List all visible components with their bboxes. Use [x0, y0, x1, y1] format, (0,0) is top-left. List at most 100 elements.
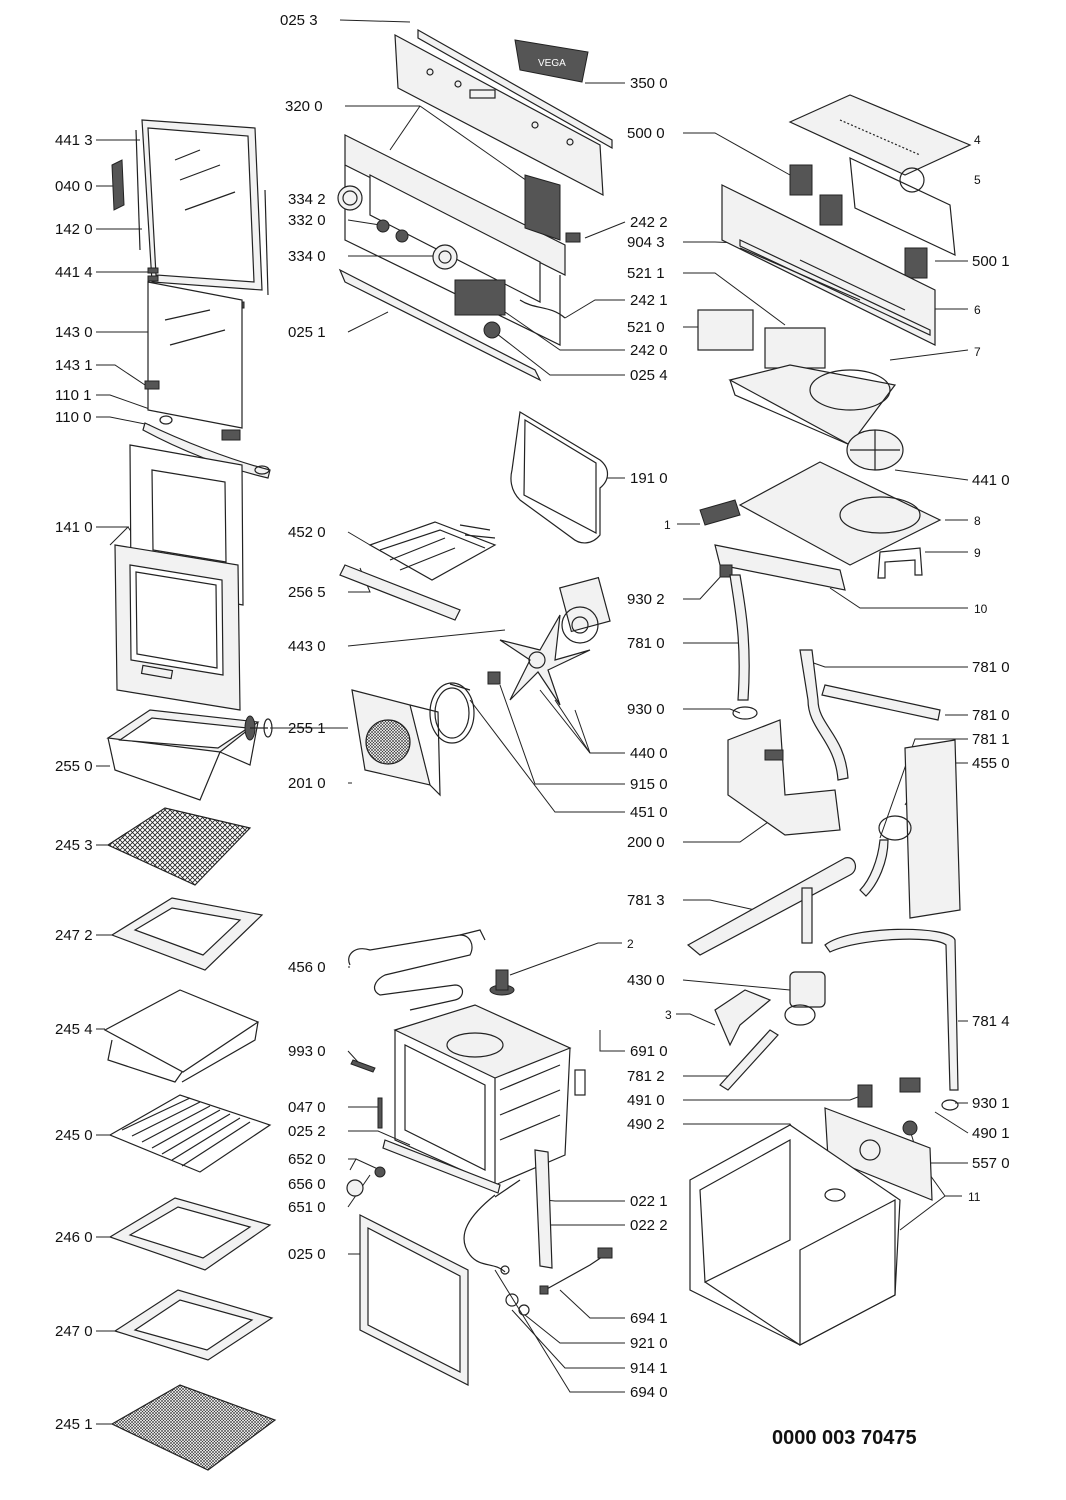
part-label: 141 0 [55, 519, 93, 536]
part-label: 781 2 [627, 1068, 665, 1085]
bracket-9 [877, 547, 923, 579]
inner-glass [147, 281, 243, 429]
part-label: 247 2 [55, 927, 93, 944]
part-label: 200 0 [627, 834, 665, 851]
fan-blade [499, 614, 591, 706]
part-label: 022 2 [630, 1217, 668, 1234]
part-label: 8 [974, 514, 981, 528]
sensor-490-1 [899, 1077, 921, 1093]
clip-930-1 [941, 1099, 959, 1111]
door-frame [135, 119, 269, 296]
hose-clip [719, 564, 733, 578]
baking-tray-a [110, 897, 264, 971]
part-label: 500 1 [972, 253, 1010, 270]
bracket-1 [699, 499, 741, 526]
part-label: 2 [627, 937, 634, 951]
part-label: 781 1 [972, 731, 1010, 748]
door-seal [510, 411, 609, 544]
part-label: 500 0 [627, 125, 665, 142]
power-plug [539, 1247, 613, 1295]
part-label: 320 0 [285, 98, 323, 115]
part-label: 694 0 [630, 1384, 668, 1401]
part-label: 3 [665, 1008, 672, 1022]
wiring-clip [519, 299, 566, 319]
control-knob [432, 244, 458, 270]
part-label: 247 0 [55, 1323, 93, 1340]
part-label: 201 0 [288, 775, 326, 792]
rear-panel [824, 1107, 933, 1201]
part-label: 245 3 [55, 837, 93, 854]
hose-c [821, 684, 941, 721]
clamp-930 [732, 706, 758, 720]
part-label: 656 0 [288, 1176, 326, 1193]
part-label: 1 [664, 518, 671, 532]
part-label: 993 0 [288, 1043, 326, 1060]
part-label: 256 5 [288, 584, 326, 601]
part-label: 245 0 [55, 1127, 93, 1144]
cavity-rail [382, 1139, 501, 1194]
knob-small [376, 219, 409, 243]
light-socket [489, 969, 515, 996]
part-label: 914 1 [630, 1360, 668, 1377]
part-label: 10 [974, 602, 988, 616]
part-label: 242 0 [630, 342, 668, 359]
part-label: 921 0 [630, 1335, 668, 1352]
oven-cavity [393, 1004, 586, 1186]
relay-modules [789, 164, 928, 279]
thermostat [483, 321, 501, 339]
tray-10 [714, 544, 846, 591]
part-label: 7 [974, 345, 981, 359]
part-label: 9 [974, 546, 981, 560]
switch-housing [524, 174, 561, 241]
badge-text: VEGA [538, 58, 566, 69]
part-label: 443 0 [288, 638, 326, 655]
part-label: 781 0 [972, 659, 1010, 676]
part-label: 242 2 [630, 214, 668, 231]
part-label: 490 2 [627, 1116, 665, 1133]
rear-bracket [721, 184, 936, 346]
part-label: 451 0 [630, 804, 668, 821]
steam-generator [727, 719, 841, 836]
hose-781-4 [824, 928, 959, 1091]
part-label: 781 3 [627, 892, 665, 909]
lower-heating-element [348, 929, 486, 1011]
fan-shroud [728, 364, 897, 446]
part-label: 441 0 [972, 472, 1010, 489]
heat-deflector [339, 564, 461, 621]
vega-badge: VEGA [514, 39, 589, 83]
bracket-3 [714, 989, 772, 1047]
valve-557 [902, 1120, 918, 1136]
part-label: 142 0 [55, 221, 93, 238]
pcb-boards [697, 309, 826, 369]
part-label: 5 [974, 173, 981, 187]
part-label: 521 1 [627, 265, 665, 282]
base-plate [738, 461, 942, 566]
part-label: 255 1 [288, 720, 326, 737]
part-label: 521 0 [627, 319, 665, 336]
outer-casing [689, 1124, 901, 1346]
part-label: 242 1 [630, 292, 668, 309]
part-label: 441 3 [55, 132, 93, 149]
part-label: 557 0 [972, 1155, 1010, 1172]
part-label: 6 [974, 303, 981, 317]
baking-tray-c [113, 1289, 274, 1361]
fine-mesh [110, 1384, 277, 1471]
hose-781-2 [719, 1029, 779, 1091]
baking-tray-b [108, 1197, 272, 1271]
timer-module [454, 279, 506, 316]
part-label: 255 0 [55, 758, 93, 775]
part-label: 022 1 [630, 1193, 668, 1210]
part-label: 350 0 [630, 75, 668, 92]
screw [350, 1059, 376, 1073]
circular-element [429, 682, 475, 744]
part-label: 143 1 [55, 357, 93, 374]
part-label: 694 1 [630, 1310, 668, 1327]
control-panel-trim [417, 28, 613, 150]
water-tank [878, 739, 961, 919]
glass-clips [144, 380, 241, 441]
part-label: 110 1 [55, 387, 92, 404]
part-label: 025 2 [288, 1123, 326, 1140]
leader-lines [96, 19, 969, 1425]
sensor-491 [857, 1084, 873, 1108]
